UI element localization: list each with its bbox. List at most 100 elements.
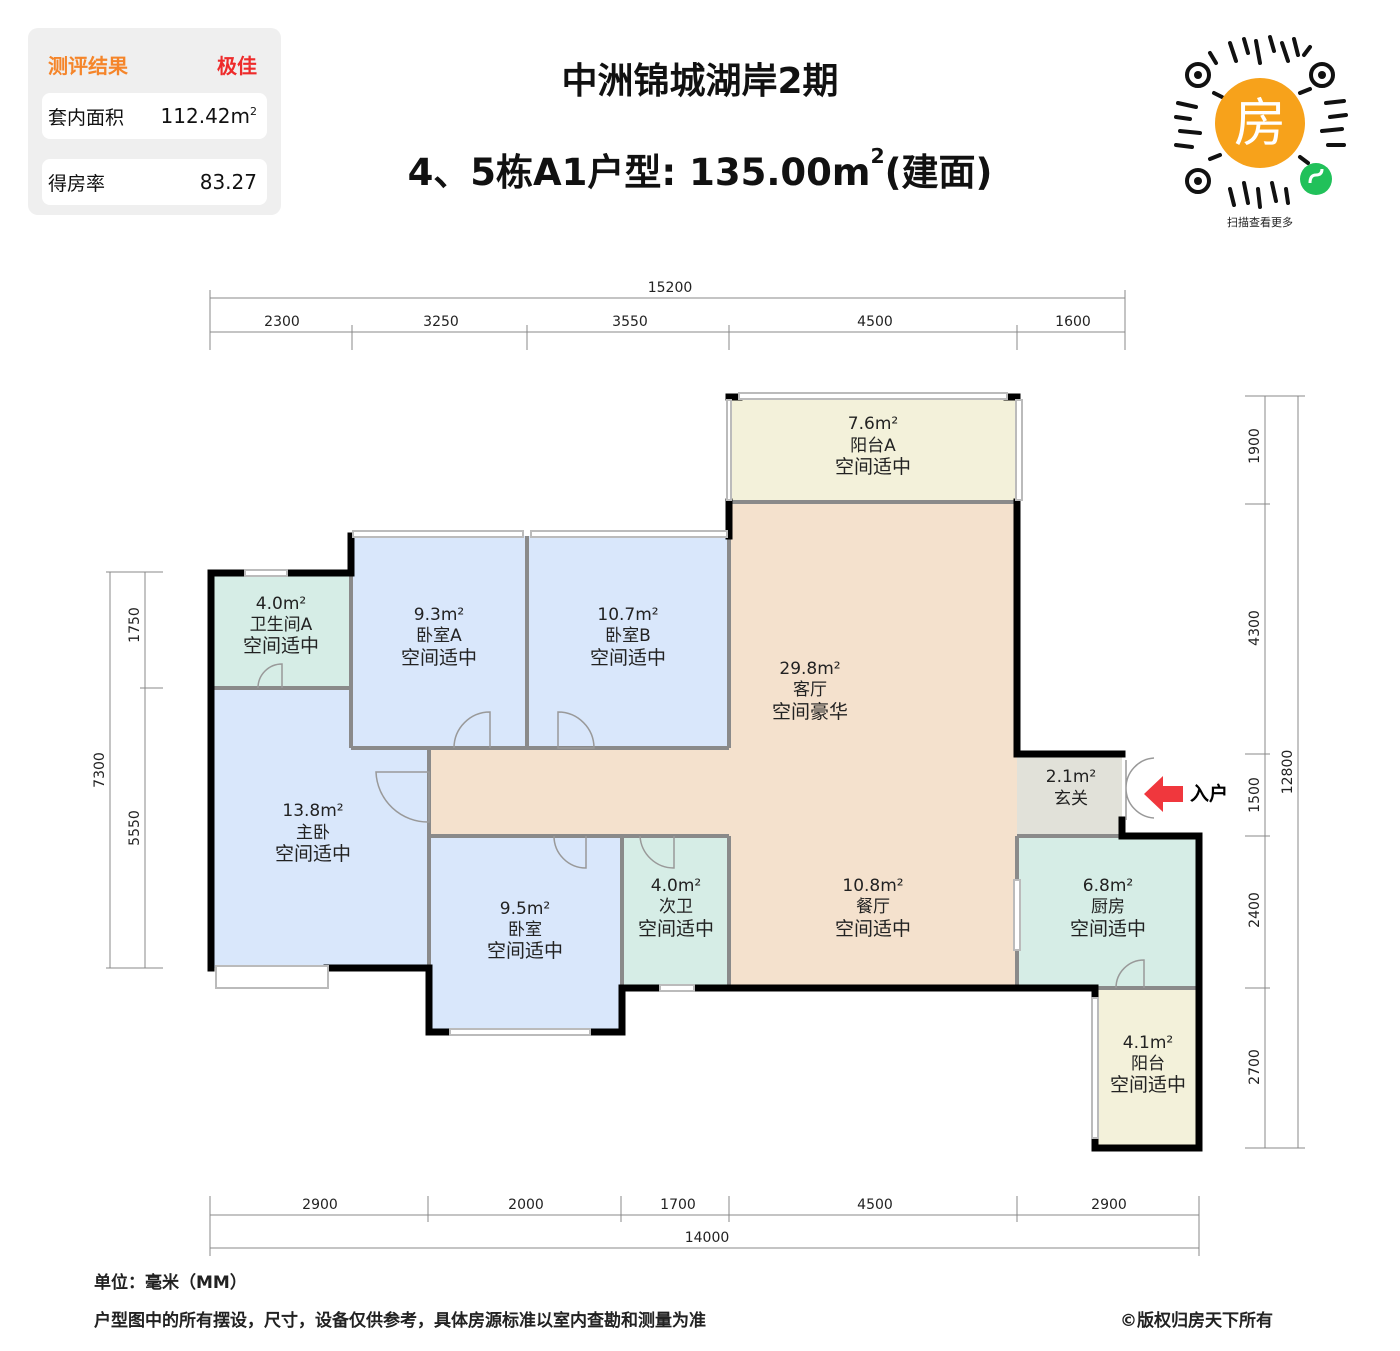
unit-note: 单位：毫米（MM）: [94, 1273, 247, 1293]
doors: [257, 663, 1155, 989]
svg-text:2300: 2300: [264, 314, 300, 330]
project-title: 中洲锦城湖岸2期: [561, 61, 839, 102]
svg-text:10.7m²: 10.7m²: [597, 605, 658, 625]
inner-area-label: 套内面积: [48, 106, 125, 129]
svg-text:4.1m²: 4.1m²: [1123, 1033, 1173, 1053]
room-fills: [211, 397, 1199, 1148]
svg-text:1700: 1700: [660, 1197, 696, 1213]
svg-text:10.8m²: 10.8m²: [842, 876, 903, 896]
room-fill-bedroom-a: [351, 536, 527, 748]
svg-text:4500: 4500: [857, 1197, 893, 1213]
svg-text:厨房: 厨房: [1091, 897, 1125, 917]
room-master-bedroom[interactable]: 13.8m² 主卧 空间适中: [275, 801, 351, 865]
svg-text:主卧: 主卧: [296, 823, 330, 843]
qr-code[interactable]: 房: [1170, 33, 1350, 213]
svg-text:1900: 1900: [1247, 428, 1263, 464]
svg-text:7.6m²: 7.6m²: [848, 414, 898, 434]
qr-pattern: [1174, 35, 1348, 209]
svg-text:空间适中: 空间适中: [590, 647, 666, 669]
svg-text:9.5m²: 9.5m²: [500, 899, 550, 919]
inner-area-row: 套内面积 112.42m2: [42, 93, 267, 139]
result-label: 测评结果: [48, 54, 128, 78]
svg-text:9.3m²: 9.3m²: [414, 605, 464, 625]
svg-text:2.1m²: 2.1m²: [1046, 767, 1096, 787]
room-balcony[interactable]: 4.1m² 阳台 空间适中: [1110, 1033, 1186, 1096]
room-labels: 4.0m² 卫生间A 空间适中 9.3m² 卧室A 空间适中 10.7m² 卧室…: [243, 414, 1186, 1096]
room-fill-bedroom: [429, 836, 622, 1032]
svg-text:卧室A: 卧室A: [416, 626, 462, 646]
room-fill-bathroom-a: [211, 573, 351, 688]
svg-text:空间适中: 空间适中: [401, 647, 477, 669]
svg-text:1600: 1600: [1055, 314, 1091, 330]
svg-text:阳台: 阳台: [1131, 1054, 1165, 1074]
windows: [215, 392, 1099, 1139]
room-foyer[interactable]: 2.1m² 玄关: [1046, 767, 1096, 809]
entrance-label: 入户: [1190, 782, 1228, 805]
svg-text:餐厅: 餐厅: [856, 897, 890, 917]
unit-title: 4、5栋A1户型: 135.00m2(建面): [407, 144, 993, 194]
svg-text:2900: 2900: [302, 1197, 338, 1213]
dimension-labels: 15200 2300 3250 3550 4500 1600 2900 2000…: [92, 280, 1296, 1246]
svg-text:2700: 2700: [1247, 1049, 1263, 1085]
room-balcony-a[interactable]: 7.6m² 阳台A 空间适中: [835, 414, 911, 478]
room-bedroom[interactable]: 9.5m² 卧室 空间适中: [487, 899, 563, 962]
room-fill-foyer: [1017, 754, 1122, 836]
svg-text:29.8m²: 29.8m²: [779, 659, 840, 679]
svg-text:1750: 1750: [127, 607, 143, 643]
svg-text:14000: 14000: [685, 1230, 730, 1246]
inner-area-value: 112.42m2: [160, 104, 257, 128]
result-value: 极佳: [217, 54, 257, 78]
entrance-arrow-icon: [1144, 776, 1183, 812]
svg-text:空间适中: 空间适中: [835, 918, 911, 940]
svg-text:卧室: 卧室: [508, 920, 542, 940]
svg-text:3550: 3550: [612, 314, 648, 330]
svg-text:空间适中: 空间适中: [487, 940, 563, 962]
svg-text:玄关: 玄关: [1054, 789, 1088, 809]
door-master-bedroom: [375, 771, 430, 823]
room-bathroom-a[interactable]: 4.0m² 卫生间A 空间适中: [243, 594, 319, 657]
room-second-bathroom[interactable]: 4.0m² 次卫 空间适中: [638, 876, 714, 940]
svg-text:空间豪华: 空间豪华: [772, 701, 848, 723]
efficiency-value: 83.27: [199, 170, 257, 194]
room-dining-room[interactable]: 10.8m² 餐厅 空间适中: [835, 876, 911, 940]
door-bathroom-a: [257, 663, 283, 689]
door-bedroom-a: [453, 711, 491, 749]
efficiency-row: 得房率 83.27: [42, 159, 267, 205]
door-bedroom-b: [557, 711, 595, 749]
efficiency-label: 得房率: [48, 172, 106, 195]
room-fill-balcony-a: [729, 397, 1017, 502]
room-fill-balcony: [1095, 988, 1199, 1148]
svg-text:卧室B: 卧室B: [605, 626, 651, 646]
door-bedroom: [553, 835, 587, 869]
svg-text:空间适中: 空间适中: [638, 918, 714, 940]
svg-text:4300: 4300: [1247, 610, 1263, 646]
svg-text:阳台A: 阳台A: [850, 436, 896, 456]
svg-text:空间适中: 空间适中: [275, 843, 351, 865]
svg-text:5550: 5550: [127, 810, 143, 846]
room-bedroom-a[interactable]: 9.3m² 卧室A 空间适中: [401, 605, 477, 669]
qr-center-badge: [1215, 78, 1305, 168]
copyright: ©版权归房天下所有: [1120, 1311, 1273, 1331]
svg-text:空间适中: 空间适中: [243, 635, 319, 657]
svg-text:3250: 3250: [423, 314, 459, 330]
svg-text:2000: 2000: [508, 1197, 544, 1213]
room-living-room[interactable]: 29.8m² 客厅 空间豪华: [772, 659, 848, 723]
svg-text:6.8m²: 6.8m²: [1083, 876, 1133, 896]
svg-text:空间适中: 空间适中: [1070, 918, 1146, 940]
qr-center-char: 房: [1234, 94, 1286, 154]
disclaimer: 户型图中的所有摆设，尺寸，设备仅供参考，具体房源标准以室内查勘和测量为准: [94, 1311, 706, 1331]
svg-text:空间适中: 空间适中: [835, 456, 911, 478]
svg-text:15200: 15200: [648, 280, 693, 296]
qr-caption: 扫描查看更多: [1227, 216, 1293, 229]
svg-text:卫生间A: 卫生间A: [250, 615, 313, 635]
svg-text:4.0m²: 4.0m²: [651, 876, 701, 896]
room-bedroom-b[interactable]: 10.7m² 卧室B 空间适中: [590, 605, 666, 669]
svg-text:4.0m²: 4.0m²: [256, 594, 306, 614]
svg-text:13.8m²: 13.8m²: [282, 801, 343, 821]
room-fill-living-dining: [429, 502, 1017, 988]
room-kitchen[interactable]: 6.8m² 厨房 空间适中: [1070, 876, 1146, 940]
svg-text:2400: 2400: [1247, 892, 1263, 928]
svg-text:空间适中: 空间适中: [1110, 1074, 1186, 1096]
dimension-lines: [106, 290, 1305, 1256]
